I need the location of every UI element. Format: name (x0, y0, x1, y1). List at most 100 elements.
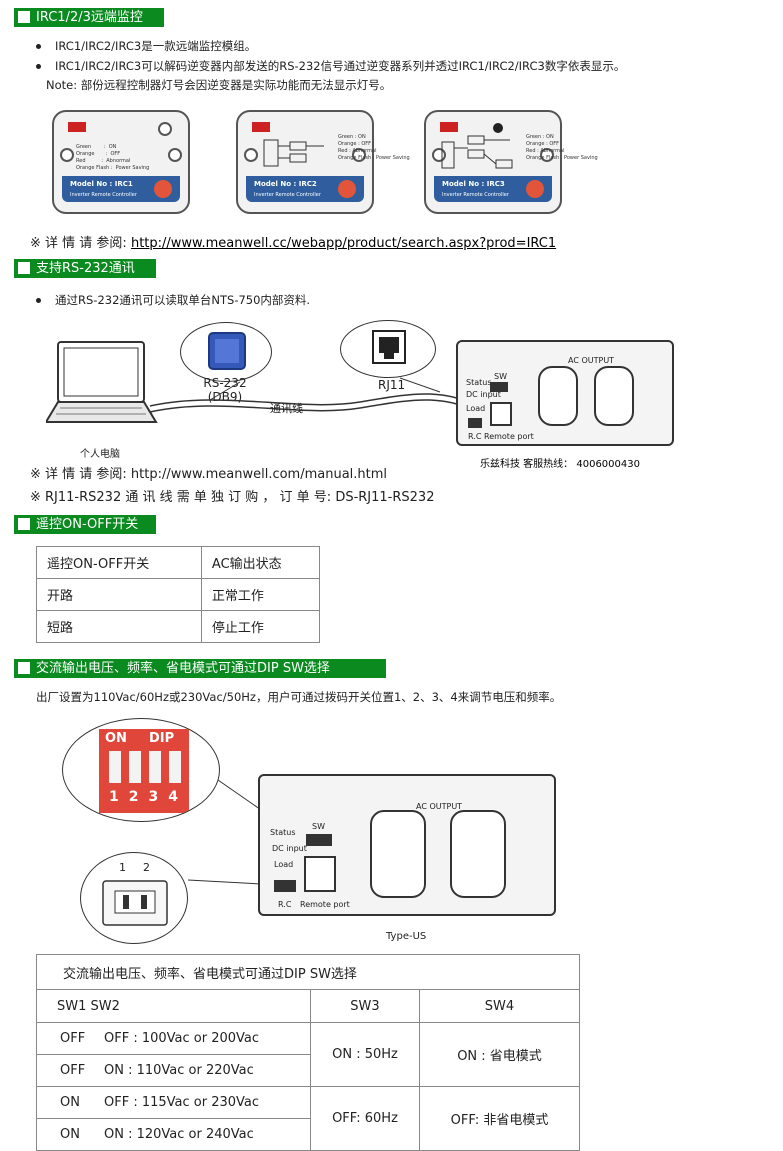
communication-cable (149, 377, 491, 417)
rc-connector-icon (274, 880, 296, 892)
dip-switch-icon (490, 382, 508, 392)
table-header-cell: SW1 SW2 (36, 989, 311, 1023)
reference-prefix: ※ 详 情 请 参阅: (30, 236, 127, 251)
rs232-bullet: 通过RS-232通讯可以读取单台NTS-750内部资料. (36, 292, 310, 308)
section-title-dip: 交流输出电压、频率、省电模式可通过DIP SW选择 (14, 659, 386, 678)
dip-number: 2 (128, 789, 149, 805)
irc2-subtitle: Inverter Remote Controller (254, 192, 321, 198)
section-title-text: 支持RS-232通讯 (36, 261, 135, 276)
dip-switch-body: ON DIP 1234 (99, 729, 189, 813)
bullet-icon (36, 44, 41, 49)
sw1-value: OFF (60, 1063, 86, 1078)
rj11-bubble (340, 320, 436, 378)
rc-connector-icon (468, 418, 482, 428)
section-title-text: IRC1/2/3远端监控 (36, 10, 143, 25)
dip-on-label: ON (105, 731, 127, 746)
section-title-text: 交流输出电压、频率、省电模式可通过DIP SW选择 (36, 661, 330, 676)
status-label: Status (466, 378, 492, 387)
dip-toggle-icon (149, 751, 161, 783)
inverter-front-panel-large: AC OUTPUT Status DC input Load SW R.C Re… (258, 774, 556, 916)
irc1-subtitle: Inverter Remote Controller (70, 192, 137, 198)
ac-outlet-icon (594, 366, 634, 426)
remote-port-label: Remote port (300, 900, 350, 909)
checkbox-square-icon (18, 262, 30, 274)
table-cell: OFF: 60Hz (310, 1086, 420, 1151)
pc-label: 个人电脑 (80, 449, 120, 460)
section-title-irc: IRC1/2/3远端监控 (14, 8, 164, 27)
table-cell: ON : 50Hz (310, 1022, 420, 1087)
checkbox-square-icon (18, 11, 30, 23)
sw-label: SW (494, 372, 507, 381)
remote-port-icon (304, 856, 336, 892)
irc1-model: Model No : IRC1 (70, 180, 133, 188)
rc-label: R.C (468, 432, 482, 441)
irc-reference-link[interactable]: http://www.meanwell.cc/webapp/product/se… (130, 236, 557, 251)
bullet-text: IRC1/IRC2/IRC3可以解码逆变器内部发送的RS-232信号通过逆变器系… (55, 59, 626, 73)
sw2-value: OFF : 115Vac or 230Vac (104, 1095, 260, 1110)
irc-reference: ※ 详 情 请 参阅: http://www.meanwell.cc/webap… (30, 232, 556, 251)
table-header-row: SW1 SW2 SW3 SW4 (36, 989, 580, 1023)
db9-bubble (180, 322, 272, 382)
sw1-value: OFF (60, 1031, 86, 1046)
bullet-text: IRC1/IRC2/IRC3是一款远端监控模组。 (55, 39, 257, 53)
dip-switch-icon (306, 834, 332, 846)
push-button-icon (338, 180, 356, 198)
ac-output-label: AC OUTPUT (568, 356, 615, 365)
table-cell: ON ON : 120Vac or 240Vac (36, 1118, 311, 1151)
irc3-model: Model No : IRC3 (442, 180, 505, 188)
remote-port-icon (490, 402, 512, 426)
table-header-cell: SW3 (310, 989, 420, 1023)
dc-input-label: DC input (272, 844, 307, 853)
section-title-text: 遥控ON-OFF开关 (36, 517, 139, 532)
table-header-cell: 遥控ON-OFF开关 (36, 546, 202, 579)
table-cell: 开路 (36, 578, 202, 611)
ac-outlet-icon (370, 810, 426, 898)
battery-diagram-icon (263, 139, 324, 167)
irc3-legend: Green : ON Orange : OFF Red : Abnormal O… (526, 134, 598, 161)
sw2-value: ON : 120Vac or 240Vac (104, 1127, 254, 1142)
dip-number: 1 (109, 789, 129, 805)
rs232-label: RS-232 (203, 376, 247, 390)
cable-label: 通讯线 (270, 402, 303, 415)
sw1-value: ON (60, 1127, 80, 1142)
dip-number: 4 (168, 789, 188, 805)
logo-icon (440, 122, 458, 132)
rj11-label: RJ11 (378, 378, 406, 392)
load-label: Load (466, 404, 486, 413)
type-label: Type-US (386, 931, 427, 942)
table-cell: 短路 (36, 610, 202, 643)
rc-label: R.C (278, 900, 292, 909)
section-title-onoff: 遥控ON-OFF开关 (14, 515, 156, 534)
table-row: 短路 停止工作 (36, 610, 321, 643)
table-header-row: 遥控ON-OFF开关 AC输出状态 (36, 546, 321, 579)
ac-output-label: AC OUTPUT (416, 802, 463, 811)
remote-port-label: Remote port (484, 432, 534, 441)
irc2-legend: Green : ON Orange : OFF Red : Abnormal O… (338, 134, 410, 161)
connector-bubble: 1 2 (80, 852, 188, 944)
table-cell: 正常工作 (200, 578, 321, 611)
push-button-icon (154, 180, 172, 198)
table-cell: OFF: 非省电模式 (419, 1086, 580, 1151)
mount-hole (158, 122, 172, 136)
section-title-rs232: 支持RS-232通讯 (14, 259, 156, 278)
ac-outlet-icon (538, 366, 578, 426)
table-header-cell: SW4 (419, 989, 580, 1023)
dip-table: 交流输出电压、频率、省电模式可通过DIP SW选择 SW1 SW2 SW3 SW… (36, 954, 580, 1151)
connector-num: 2 (143, 861, 150, 874)
mount-hole (168, 148, 182, 162)
rs232-reference: ※ 详 情 请 参阅: http://www.meanwell.com/manu… (30, 467, 388, 482)
irc2-model: Model No : IRC2 (254, 180, 317, 188)
dip-intro: 出厂设置为110Vac/60Hz或230Vac/50Hz，用户可通过拨码开关位置… (36, 690, 562, 704)
dip-numbers: 1234 (109, 789, 188, 805)
dip-label: DIP (149, 731, 175, 746)
dip-switch-bubble: ON DIP 1234 (62, 718, 220, 822)
irc-note: Note: 部份远程控制器灯号会因逆变器是实际功能而无法显示灯号。 (46, 78, 392, 92)
bullet-text: 通过RS-232通讯可以读取单台NTS-750内部资料. (55, 293, 311, 307)
mount-hole (540, 148, 554, 162)
irc2-image: Green : ON Orange : OFF Red : Abnormal O… (236, 110, 410, 214)
logo-icon (68, 122, 86, 132)
mount-hole (352, 148, 366, 162)
